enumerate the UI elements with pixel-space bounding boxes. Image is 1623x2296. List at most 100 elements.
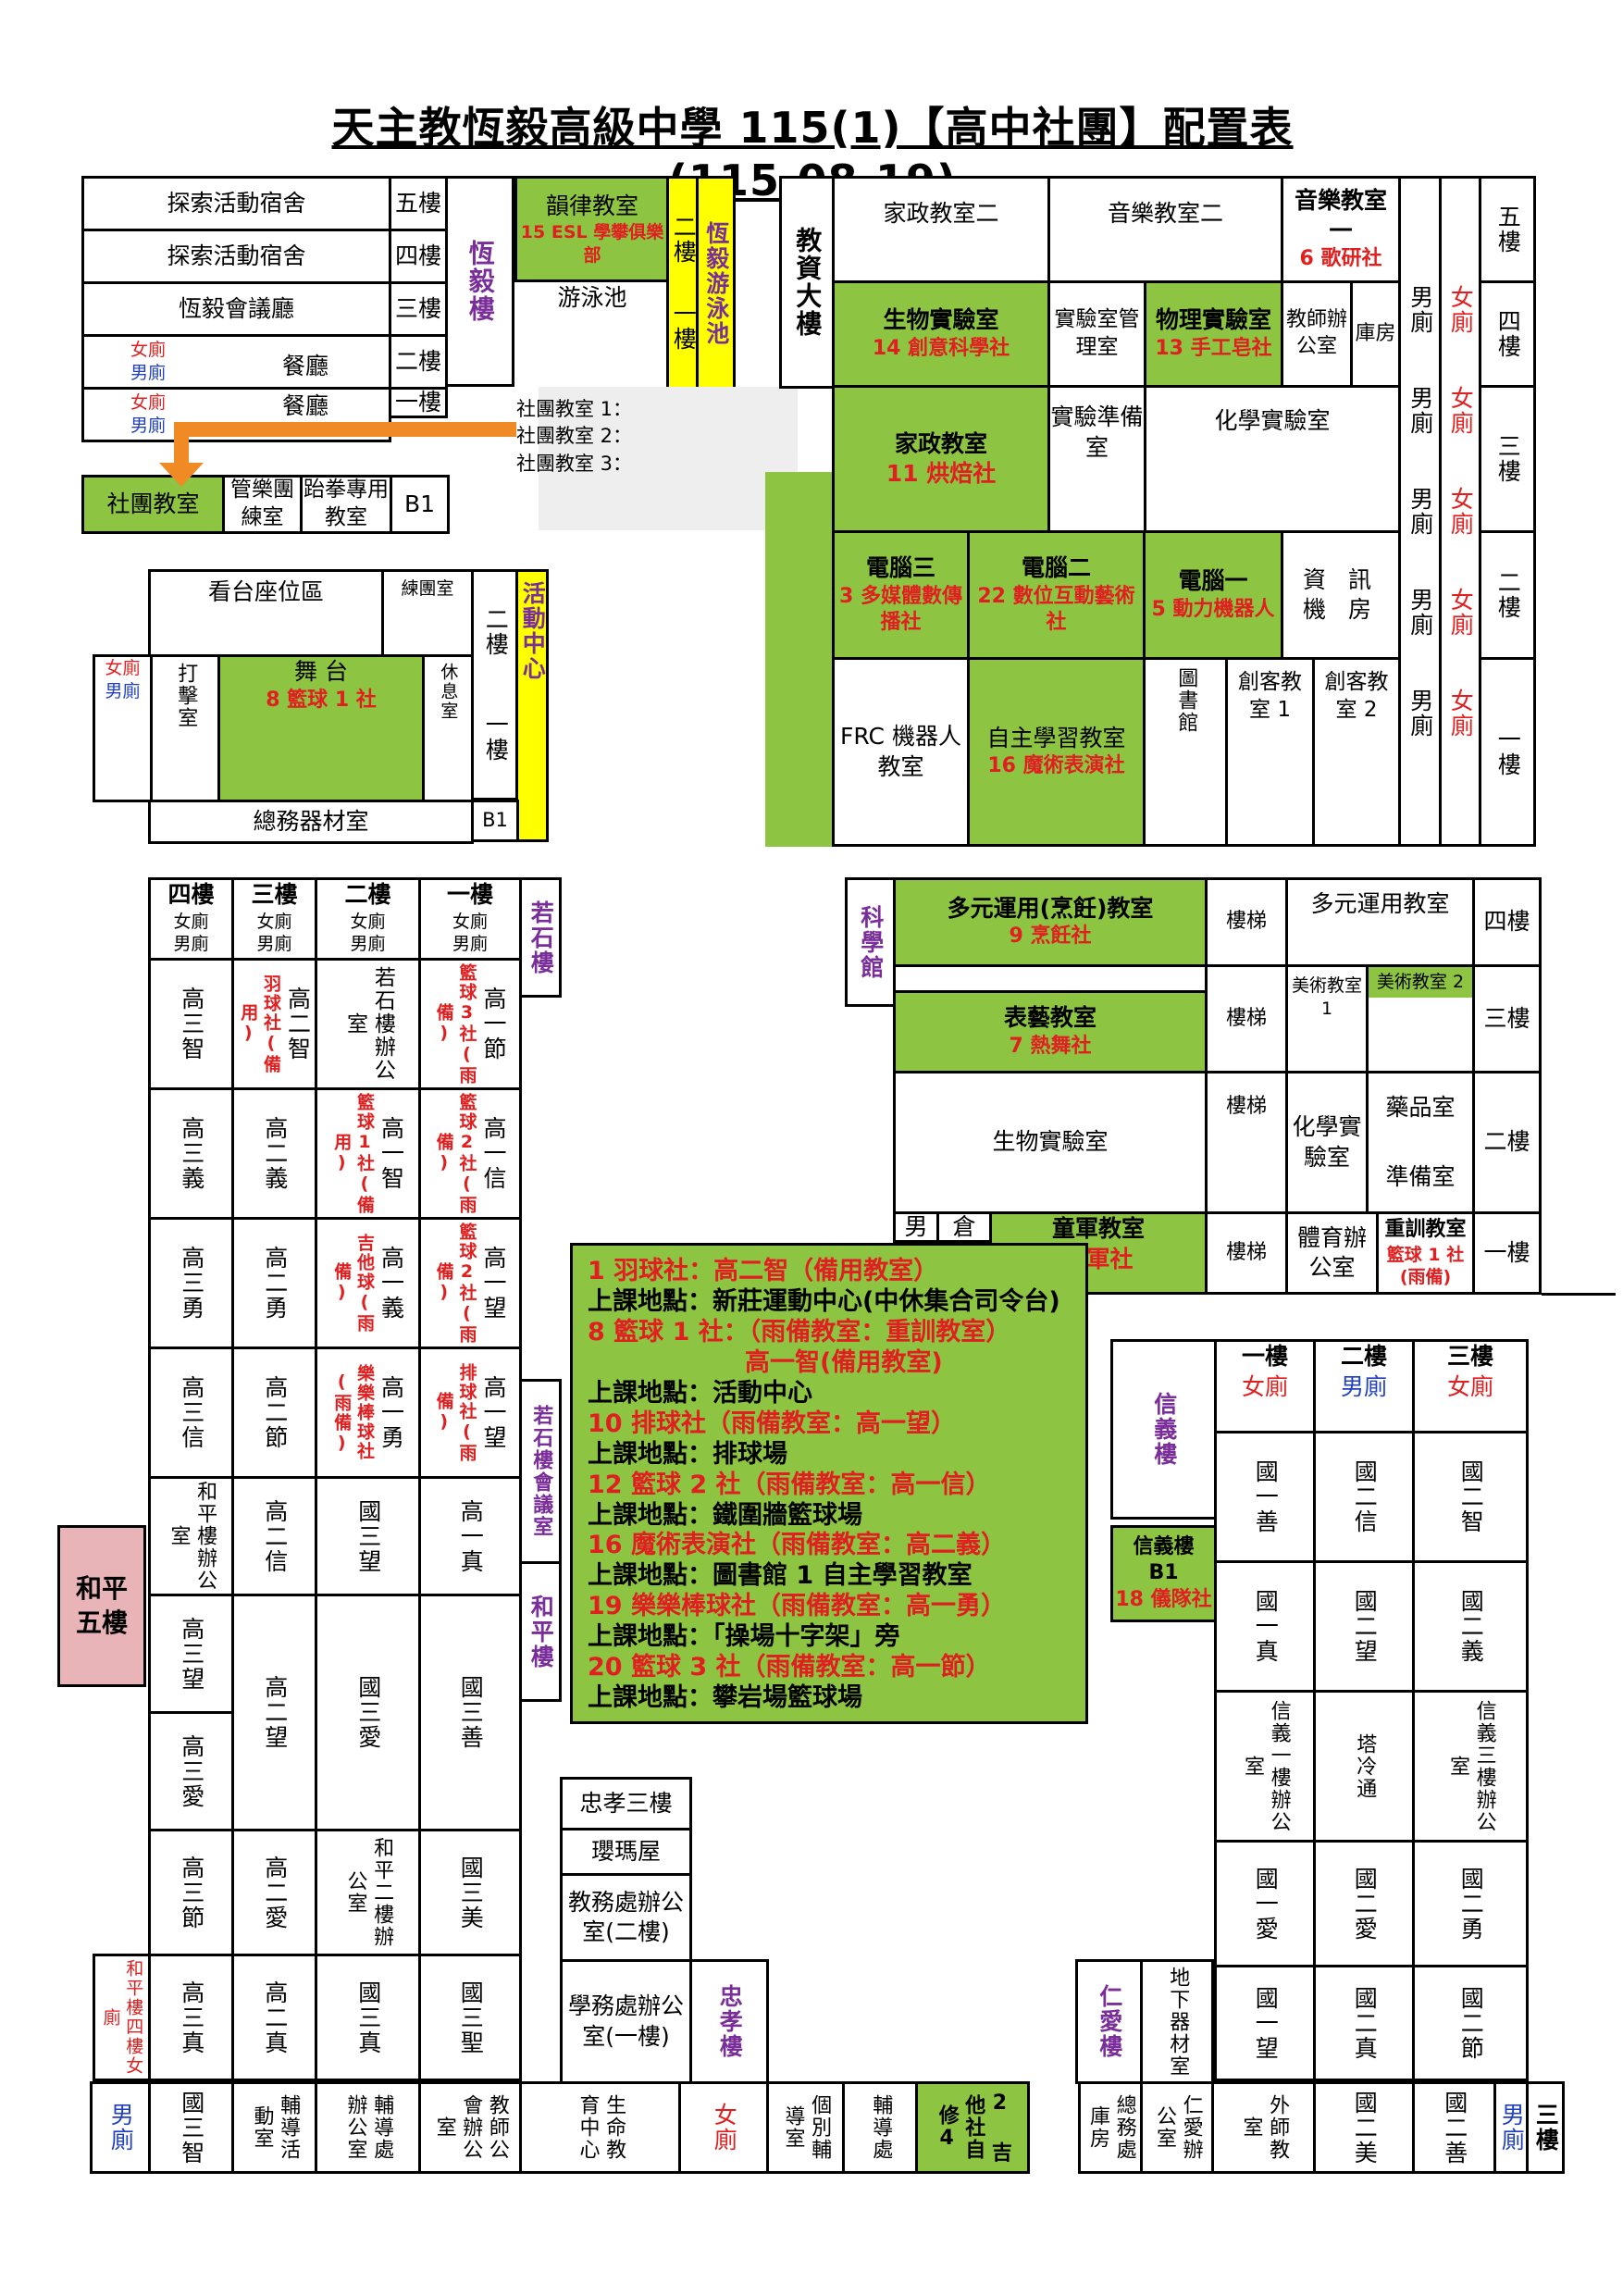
office-cell: 信義一樓辦公室 [1214,1690,1316,1843]
zhongxiao-f3: 忠孝三樓 [560,1777,692,1831]
room-name: 美術教室 2 [1369,967,1472,998]
stairs: 樓梯 [1205,1071,1288,1214]
building-name: 信義樓 [1150,1392,1178,1467]
bottom-cell: 男廁 [1493,2081,1529,2174]
multi-cook-room: 多元運用(烹飪)教室 9 烹飪社 [893,877,1208,967]
club-name: 16 魔術表演社 [987,754,1125,778]
computer-3: 電腦三 3 多媒體數傳播社 [832,530,970,660]
floor-4: 四樓 [1479,280,1536,388]
class-cell: 國一望 [1214,1965,1316,2081]
class-name: 國一真 [1252,1589,1280,1664]
class-cell: 樂樂棒球社(雨備)高一勇 [315,1347,421,1479]
class-name: 國二美 [1351,2090,1379,2166]
floor-label: 一樓 [1494,726,1522,777]
band-room: 管樂團練室 [222,475,303,534]
class-name: 國二善 [1441,2090,1468,2166]
floor-1: 一樓 [1479,657,1536,847]
room-name: 信義樓 B1 [1133,1534,1195,1585]
floor-3: 三樓 [1479,385,1536,533]
class-cell: 國二望 [1313,1560,1415,1693]
class-cell: 國三美 [418,1829,522,1956]
class-cell: 國二節 [1412,1965,1529,2081]
room-name: 休息室 [438,663,459,721]
class-name: 高三真 [178,1980,205,2055]
floor-1: 一樓 [670,302,698,352]
club-name: 羽球社(備用) [238,974,281,1074]
floor-2: 二樓 [482,607,510,657]
room-name: 舞 台 [294,658,348,685]
toilet-m: 男廁 [1406,486,1434,537]
toilet-m: 男廁 [1406,385,1434,436]
bottom-cell: 2 吉他社自修4 [915,2081,1030,2174]
class-cell: 國二愛 [1313,1840,1415,1967]
chem-lab: 化學實驗室 [1144,385,1401,533]
class-cell: 籃球3社(雨備)高一節 [418,958,522,1090]
toilet-f: 女廁 [1447,587,1475,638]
toilet-m: 男廁 [1340,1372,1387,1400]
floor-4: 四樓 [389,229,448,284]
toilet-f: 女廁 [1447,486,1475,537]
basement-storage: 地下器材室 [1140,1959,1214,2084]
club-name: 排球社(雨備) [433,1362,477,1463]
class-name: 高二愛 [261,1855,289,1930]
floor-label: 三樓 [1494,434,1522,484]
class-cell: 國三聖 [418,1954,522,2081]
class-name: 高三勇 [178,1246,205,1321]
bottom-cell: 輔導處辦公室 [315,2081,421,2174]
floor-label: 四樓 [1494,309,1522,359]
building-name: 若石樓會議室 [529,1405,553,1538]
building-name: 若石樓 [527,900,555,975]
club-number: 15 [520,222,546,243]
class-cell: 國二義 [1412,1560,1529,1693]
class-name: 高一勇 [378,1375,405,1450]
toilet-f: 女廁 [1446,1372,1493,1400]
pool-floor-labels: 二樓 一樓 [666,176,700,391]
note-line: 上課地點：攀岩場籃球場 [588,1683,862,1713]
info-room: 資 訊 機 房 [1281,530,1401,660]
green-strip [765,472,835,847]
class-cell: 排球社(雨備)高一望 [418,1347,522,1479]
room-name: 輔導活動室 [250,2094,301,2161]
room-name: 藥品室 [1385,1094,1456,1121]
club-room-2: 社團教室 2： [516,425,633,448]
building-label: 仁愛樓 [1075,1959,1143,2084]
class-cell: 高三智 [148,958,234,1090]
floor-3: 三樓 [1472,964,1542,1074]
class-name: 國三愛 [354,1675,382,1750]
edge-line [1542,1293,1616,1296]
class-name: 高二智 [284,987,312,1061]
class-name: 高一節 [479,987,507,1061]
note-line: 上課地點：圖書館 1 自主學習教室 [588,1561,973,1591]
bottom-cell: 總務處庫房 [1078,2081,1143,2174]
class-cell: 高三節 [148,1829,234,1956]
club-name: 3 多媒體數傳播社 [839,584,962,635]
room-name: 輔導處辦公室 [343,2094,394,2161]
class-name: 國二望 [1351,1589,1379,1664]
heping-office: 和平樓辦公室 [148,1476,234,1596]
jade-room: 瓔瑪屋 [560,1828,692,1876]
maker-2: 創客教室 2 [1312,657,1401,847]
room-name: 總務處庫房 [1086,2094,1136,2161]
club-room-1: 社團教室 1： [516,398,633,420]
rest-room: 休息室 [422,654,474,802]
pool-grey-area [539,387,798,530]
room-name: 生命教育中心 [576,2094,626,2161]
note-line: 上課地點：新莊運動中心(中休集合司令台) [588,1286,1060,1316]
art-room-2: 美術教室 2 [1366,964,1475,1074]
room-name: 童軍教室 [1051,1215,1145,1242]
class-name: 國三望 [354,1498,382,1574]
class-cell: 羽球社(備用)高二智 [231,958,317,1090]
class-name: 國三智 [178,2090,205,2166]
club-room-3: 社團教室 3： [516,452,633,475]
class-name: 高一望 [479,1246,507,1321]
office-cell: 塔冷通 [1313,1690,1415,1843]
class-name: 國二真 [1351,1985,1379,2061]
room-name: 準備室 [1385,1162,1456,1190]
floor-2: 二樓 [389,334,448,390]
computer-1: 電腦一 5 動力機器人 [1143,530,1283,660]
practice-room: 練團室 [381,569,474,657]
stairs: 樓梯 [1205,1211,1288,1295]
class-name: 高一義 [378,1246,405,1321]
class-name: 高一信 [479,1116,507,1191]
pool: 游泳池 [557,283,627,311]
